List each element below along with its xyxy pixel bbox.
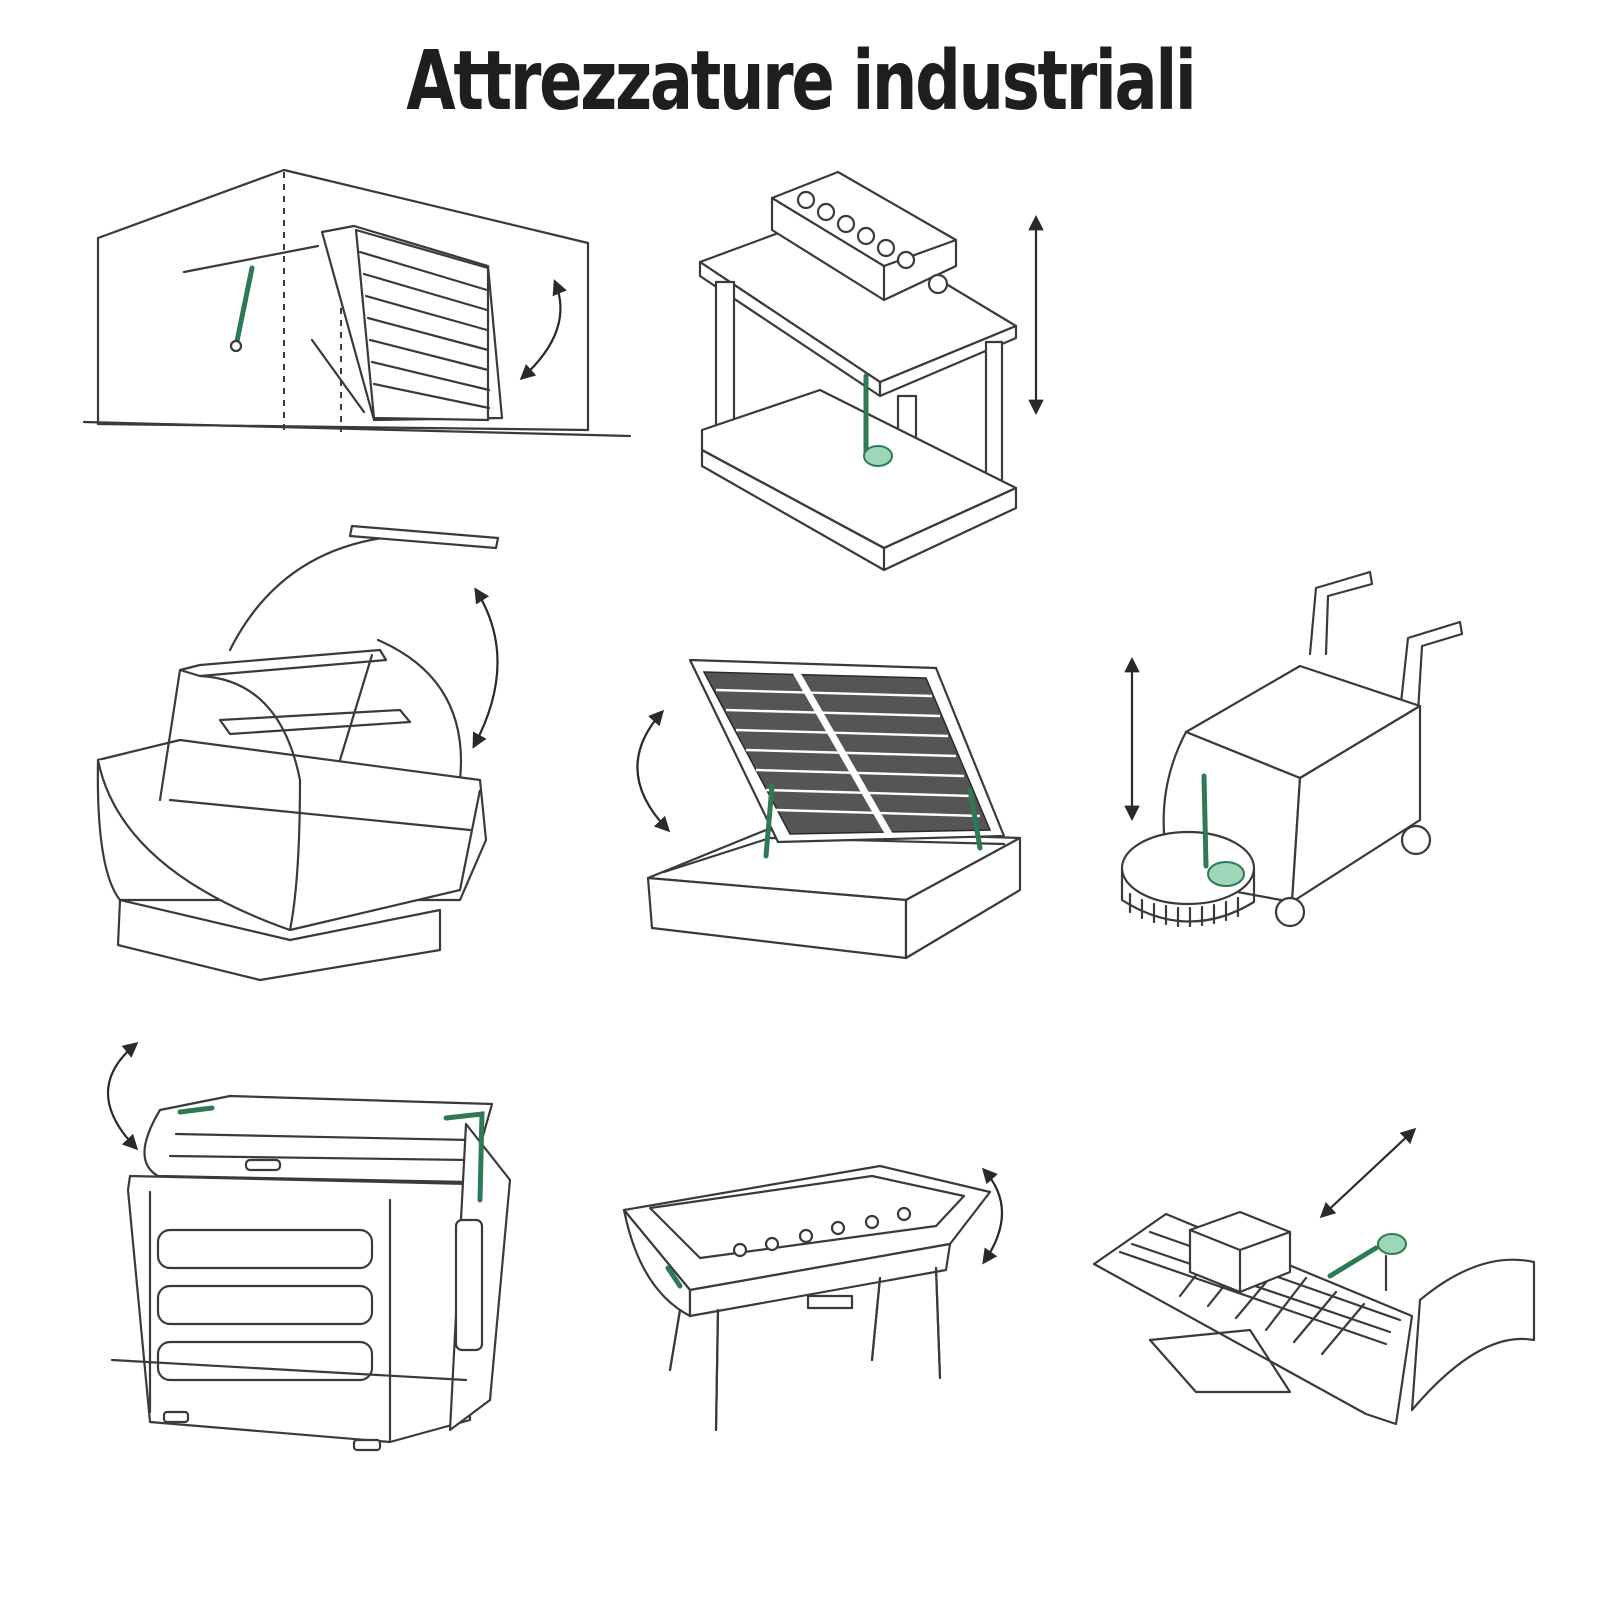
grill-icon <box>622 1164 1003 1432</box>
adjustable-table-icon <box>698 170 1044 572</box>
storage-bed-icon <box>636 658 1022 960</box>
waste-bin-icon <box>106 1042 512 1452</box>
conveyor-icon <box>1092 1127 1536 1426</box>
floor-scrubber-icon <box>1120 570 1464 928</box>
display-counter-icon <box>96 524 500 982</box>
page-title: Attrezzature industriali <box>406 34 1197 129</box>
garage-door-icon <box>82 168 632 438</box>
